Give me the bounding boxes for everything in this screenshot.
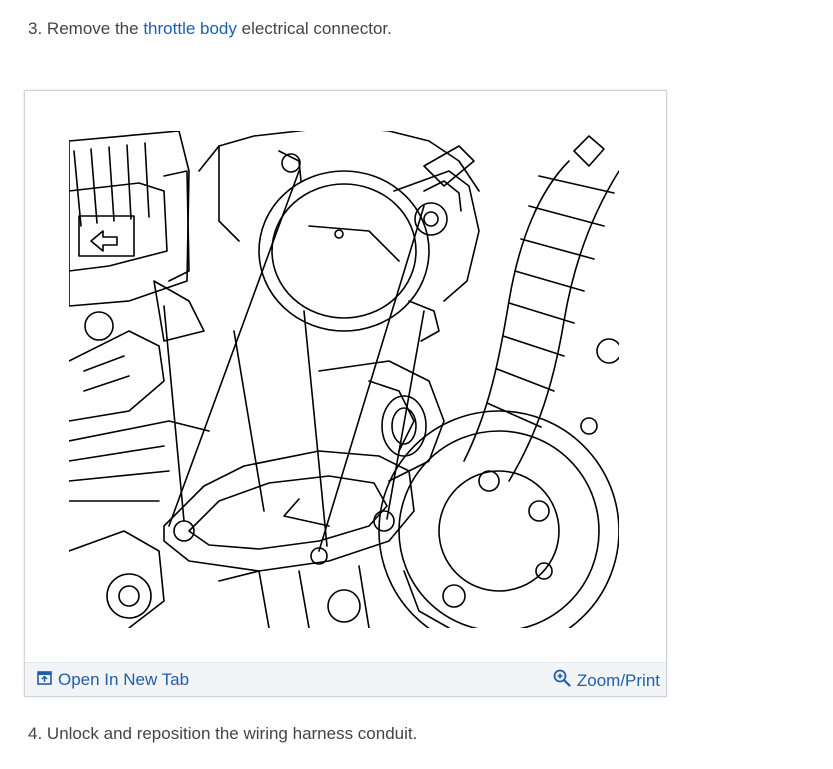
step-number: 4.	[28, 724, 43, 743]
step-text-before: Remove the	[46, 19, 139, 38]
magnifier-plus-icon	[553, 669, 571, 693]
open-in-new-tab-label: Open In New Tab	[58, 670, 190, 689]
open-in-new-tab-button[interactable]: Open In New Tab	[37, 669, 189, 691]
step-text-after: electrical connector.	[241, 19, 392, 38]
figure-toolbar: Open In New Tab Zoom/Print	[25, 662, 666, 696]
open-new-tab-icon	[37, 669, 52, 691]
step-3-instruction: 3. Remove the throttle body electrical c…	[28, 18, 392, 40]
step-4-instruction: 4. Unlock and reposition the wiring harn…	[28, 723, 417, 745]
throttle-body-diagram[interactable]	[69, 131, 619, 628]
step-number: 3.	[28, 19, 43, 38]
zoom-print-label: Zoom/Print	[576, 671, 660, 690]
step-text: Unlock and reposition the wiring harness…	[46, 724, 418, 743]
throttle-body-link[interactable]: throttle body	[143, 19, 237, 38]
zoom-print-button[interactable]: Zoom/Print	[553, 669, 660, 693]
figure-container: Open In New Tab Zoom/Print	[24, 90, 667, 697]
